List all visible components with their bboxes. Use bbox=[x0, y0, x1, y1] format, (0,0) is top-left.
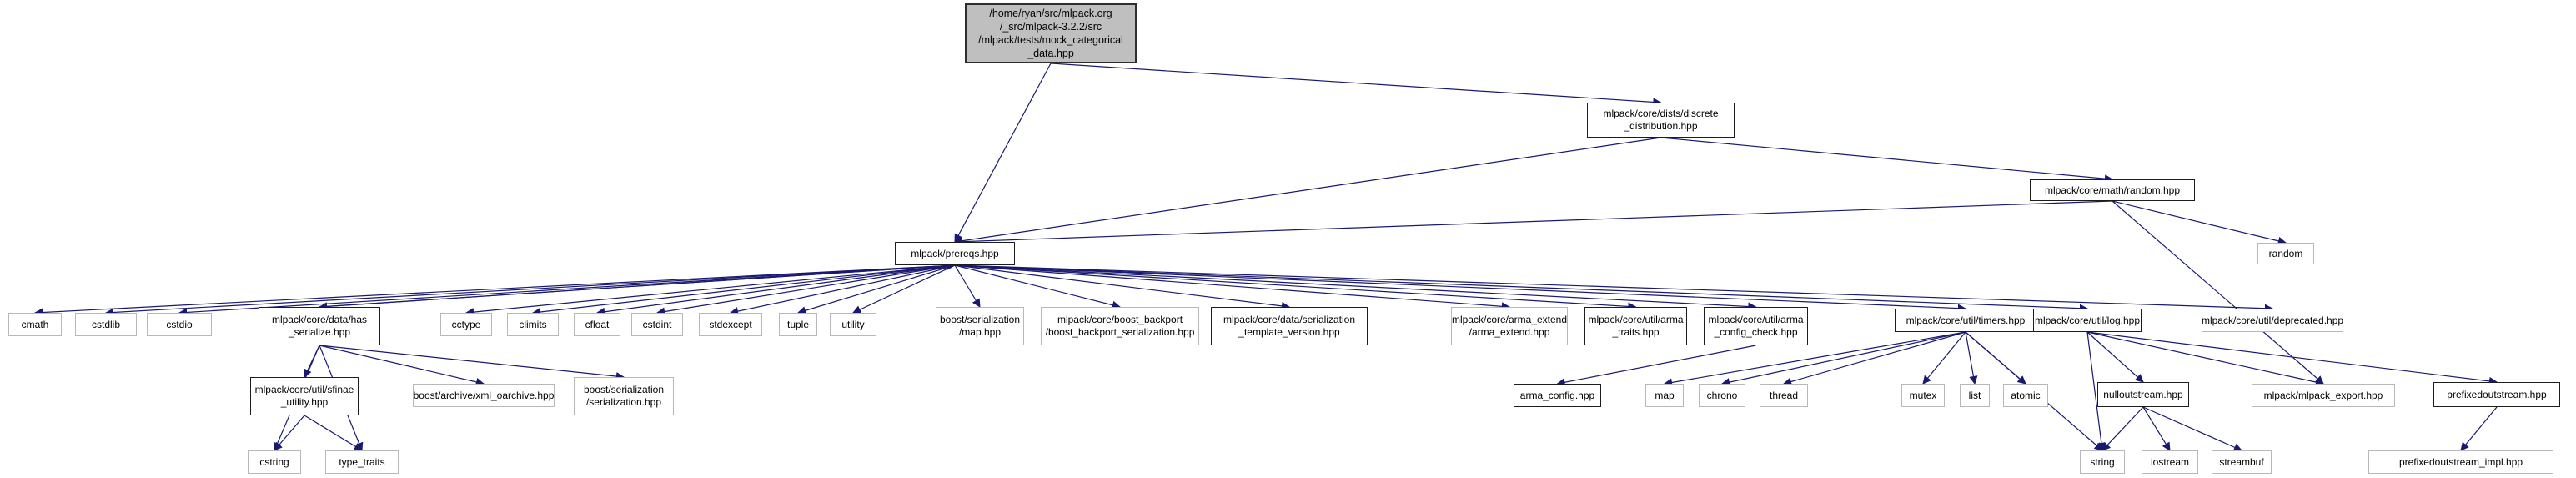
node-cctype: cctype bbox=[440, 313, 492, 336]
node-random: random bbox=[2257, 243, 2314, 264]
edge-timers-to-thread bbox=[1783, 331, 1966, 386]
node-boost_ser_map: boost/serialization /map.hpp bbox=[936, 307, 1024, 345]
node-timers[interactable]: mlpack/core/util/timers.hpp bbox=[1895, 309, 2036, 332]
edge-prereqs-to-cstdio bbox=[178, 264, 956, 317]
node-string: string bbox=[2080, 450, 2125, 474]
node-arma_extend: mlpack/core/arma_extend /arma_extend.hpp bbox=[1451, 307, 1568, 345]
node-cstdint: cstdint bbox=[631, 313, 683, 336]
node-sfinae[interactable]: mlpack/core/util/sfinae _utility.hpp bbox=[250, 377, 359, 415]
edge-discrete-to-random_hpp bbox=[1660, 137, 2114, 184]
edge-prereqs-to-stdexcept bbox=[730, 264, 956, 316]
edge-has_serialize-to-prereqs bbox=[319, 261, 957, 308]
edge-timers-to-chrono bbox=[1721, 331, 1966, 387]
edge-prereqs-to-climits bbox=[531, 264, 956, 317]
node-cfloat: cfloat bbox=[574, 313, 620, 336]
edge-prereqs-to-boost_backport bbox=[954, 264, 1121, 309]
edge-random_hpp-to-prereqs bbox=[953, 200, 2113, 246]
edge-log-to-prefixedoutstream bbox=[2086, 331, 2498, 385]
node-cstdlib: cstdlib bbox=[75, 313, 137, 336]
edge-prereqs-to-cfloat bbox=[595, 264, 956, 316]
node-type_traits: type_traits bbox=[325, 450, 399, 474]
node-prefixedoutstream_impl: prefixedoutstream_impl.hpp bbox=[2368, 450, 2553, 474]
edge-prereqs-to-arma_extend bbox=[954, 264, 1511, 311]
node-random_hpp[interactable]: mlpack/core/math/random.hpp bbox=[2030, 179, 2195, 201]
edge-timers-to-mutex bbox=[1922, 331, 1966, 385]
edge-nulloutstream-to-streambuf bbox=[2142, 406, 2242, 451]
node-discrete[interactable]: mlpack/core/dists/discrete _distribution… bbox=[1587, 103, 1735, 138]
node-boost_backport: mlpack/core/boost_backport /boost_backpo… bbox=[1041, 307, 1199, 345]
edges bbox=[33, 63, 2498, 452]
edge-log-to-mlpack_export bbox=[2086, 331, 2324, 387]
node-arma_config[interactable]: arma_config.hpp bbox=[1514, 384, 1601, 407]
edge-timers-to-list bbox=[1965, 331, 1978, 385]
edge-random_hpp-to-random bbox=[2112, 200, 2287, 245]
edge-prereqs-to-timers bbox=[954, 264, 1967, 313]
edge-discrete-to-prereqs bbox=[953, 137, 1661, 245]
node-map: map bbox=[1645, 384, 1684, 407]
node-stdexcept: stdexcept bbox=[699, 313, 762, 336]
node-climits: climits bbox=[507, 313, 559, 336]
node-arma_config_check[interactable]: mlpack/core/util/arma _config_check.hpp bbox=[1704, 307, 1808, 345]
node-main: /home/ryan/src/mlpack.org /_src/mlpack-3… bbox=[965, 3, 1137, 63]
edge-prereqs-to-cstdint bbox=[655, 264, 956, 316]
edge-prereqs-to-cctype bbox=[464, 264, 956, 317]
edge-timers-to-map bbox=[1663, 331, 1966, 387]
node-list: list bbox=[1960, 384, 1990, 407]
edge-log-to-string bbox=[2086, 331, 2106, 452]
node-log[interactable]: mlpack/core/util/log.hpp bbox=[2033, 309, 2142, 332]
node-cstring: cstring bbox=[248, 450, 301, 474]
edge-prereqs-to-arma_config_check bbox=[954, 264, 1757, 311]
node-ser_template_version[interactable]: mlpack/core/data/serialization _template… bbox=[1211, 307, 1368, 345]
edge-prereqs-to-cmath bbox=[33, 264, 956, 317]
node-thread: thread bbox=[1760, 384, 1808, 407]
node-streambuf: streambuf bbox=[2212, 450, 2272, 474]
edge-nulloutstream-to-string bbox=[2101, 406, 2144, 451]
edge-arma_config_check-to-arma_config bbox=[1556, 345, 1756, 387]
edge-sfinae-to-type_traits bbox=[304, 415, 363, 451]
node-utility: utility bbox=[830, 313, 876, 336]
edge-has_serialize-to-xml_oarchive bbox=[319, 345, 485, 386]
node-mlpack_export: mlpack/mlpack_export.hpp bbox=[2252, 384, 2395, 407]
edge-prereqs-to-boost_ser_map bbox=[954, 264, 981, 308]
edge-prefixedoutstream-to-prefixedoutstream_impl bbox=[2460, 406, 2498, 451]
edge-nulloutstream-to-iostream bbox=[2142, 406, 2171, 451]
node-deprecated: mlpack/core/util/deprecated.hpp bbox=[2202, 309, 2343, 332]
edge-main-to-prereqs bbox=[954, 63, 1052, 243]
edge-has_serialize-to-boost_serialization bbox=[319, 345, 625, 381]
edge-sfinae-to-cstring bbox=[274, 415, 305, 451]
node-has_serialize[interactable]: mlpack/core/data/has _serialize.hpp bbox=[259, 307, 380, 345]
node-xml_oarchive: boost/archive/xml_oarchive.hpp bbox=[413, 384, 555, 407]
edge-prereqs-to-ser_template_version bbox=[954, 264, 1291, 310]
node-atomic: atomic bbox=[2003, 384, 2048, 407]
node-prereqs[interactable]: mlpack/prereqs.hpp bbox=[895, 242, 1015, 265]
node-cstdio: cstdio bbox=[147, 313, 212, 336]
edge-random_hpp-to-mlpack_export bbox=[2112, 200, 2324, 385]
edge-prereqs-to-log bbox=[954, 264, 2089, 313]
edge-prereqs-to-tuple bbox=[797, 264, 956, 315]
edge-log-to-nulloutstream bbox=[2086, 331, 2144, 383]
node-boost_serialization: boost/serialization /serialization.hpp bbox=[574, 377, 674, 415]
edge-prereqs-to-deprecated bbox=[954, 264, 2274, 313]
node-arma_traits[interactable]: mlpack/core/util/arma _traits.hpp bbox=[1584, 307, 1687, 345]
edge-prereqs-to-arma_traits bbox=[954, 264, 1637, 311]
node-prefixedoutstream[interactable]: prefixedoutstream.hpp bbox=[2433, 382, 2560, 407]
node-chrono: chrono bbox=[1699, 384, 1745, 407]
edge-main-to-discrete bbox=[1050, 63, 1662, 107]
node-nulloutstream[interactable]: nulloutstream.hpp bbox=[2097, 382, 2189, 407]
edge-prereqs-to-cstdlib bbox=[104, 264, 956, 317]
node-tuple: tuple bbox=[779, 313, 817, 336]
node-cmath: cmath bbox=[8, 313, 62, 336]
node-iostream: iostream bbox=[2142, 450, 2198, 474]
node-mutex: mutex bbox=[1901, 384, 1945, 407]
edge-prereqs-to-utility bbox=[852, 264, 956, 314]
